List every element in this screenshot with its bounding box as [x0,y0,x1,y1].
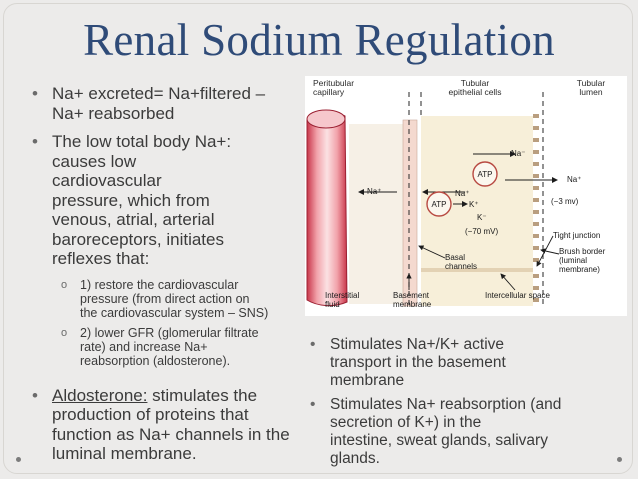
intercellular-space-gap [421,268,533,272]
arrow-intercellular-space [500,273,516,291]
aldosterone-bullet: Aldosterone: stimulates the production o… [30,386,320,464]
label-na-plus-mid: Na⁺ [455,189,469,198]
label-na-minus-top: Na⁻ [511,149,525,158]
label-minus-70-mv: (−70 mV) [465,227,498,236]
right-bullet-list: Stimulates Na+/K+ active transport in th… [308,336,608,468]
epithelial-cell-lower [421,272,533,306]
capillary-opening [306,109,346,129]
peritubular-capillary-vessel [306,111,348,307]
slide-title: Renal Sodium Regulation [83,15,555,65]
interstitial-fluid-region [349,124,403,304]
label-k-plus-2: K⁻ [477,213,487,222]
left-bullet-1: Na+ excreted= Na+filtered – Na+ reabsorb… [30,84,320,123]
aldosterone-description: stimulates the production of proteins th… [52,385,290,464]
right-bullet-1: Stimulates Na+/K+ active transport in th… [308,336,608,390]
atp-pump-upper [472,161,498,187]
arrow-basal-channels [418,245,446,259]
brush-border-microvilli [533,114,539,302]
slide-corner-dot-right [617,457,622,462]
label-tight-junction: Tight junction [553,231,600,240]
aldosterone-term: Aldosterone: [52,385,148,405]
right-bullet-2: Stimulates Na+ reabsorption (and secreti… [308,396,608,468]
sub-bullet-1: 1) restore the cardiovascular pressure (… [30,278,320,320]
left-bullet-list: Na+ excreted= Na+filtered – Na+ reabsorb… [30,84,320,464]
atp-pump-lower [426,191,452,217]
arrow-brush-border [540,248,560,255]
label-minus-3-mv: (−3 mv) [551,197,579,206]
label-na-plus-right: Na⁺ [567,175,581,184]
basement-membrane [402,119,418,307]
label-atp-upper: ATP [478,170,493,179]
label-atp-lower: ATP [432,200,447,209]
left-bullet-2: The low total body Na+: causes low cardi… [30,132,320,269]
slide-corner-dot-left [16,457,21,462]
label-k-plus-1: K⁺ [469,200,479,209]
sub-bullet-2: 2) lower GFR (glomerular filtrate rate) … [30,326,320,368]
label-intercellular-space: Intercellular space [485,291,550,300]
